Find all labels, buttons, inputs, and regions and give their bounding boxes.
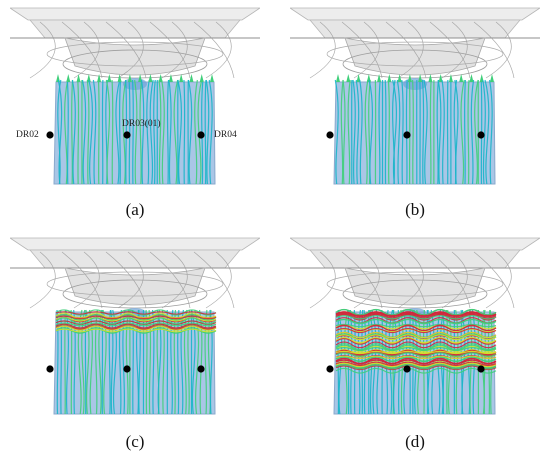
probe-label-dr04: DR04 <box>214 130 237 140</box>
caption-b: (b) <box>405 200 425 219</box>
probe-point <box>326 131 334 139</box>
probe-point <box>123 365 131 373</box>
probe-point <box>326 365 334 373</box>
panel-a: DR02 DR03(01) DR04 <box>10 2 260 198</box>
probe-point <box>46 365 54 373</box>
probe-point <box>477 365 485 373</box>
probe-points <box>326 365 485 373</box>
impeller <box>10 7 260 79</box>
probe-label-dr02: DR02 <box>16 130 39 140</box>
probe-point <box>197 365 205 373</box>
probe-points <box>46 365 205 373</box>
probe-points <box>46 131 205 139</box>
impeller <box>290 7 540 79</box>
probe-point <box>403 131 411 139</box>
caption-c: (c) <box>125 432 145 451</box>
probe-points <box>326 131 485 139</box>
flow-visualization-b <box>290 7 540 185</box>
recirculation-band <box>55 309 217 334</box>
probe-point <box>197 131 205 139</box>
flow-visualization-a <box>10 7 260 185</box>
probe-point <box>123 131 131 139</box>
flow-visualization-c <box>10 237 260 415</box>
panel-c <box>10 232 260 428</box>
caption-d: (d) <box>405 432 425 451</box>
impeller <box>10 237 260 309</box>
probe-point <box>477 131 485 139</box>
caption-a: (a) <box>125 200 145 219</box>
probe-label-dr03: DR03(01) <box>122 119 161 129</box>
recirculation-band <box>335 308 497 374</box>
impeller <box>290 237 540 309</box>
probe-point <box>403 365 411 373</box>
panel-b <box>290 2 540 198</box>
probe-point <box>46 131 54 139</box>
flow-visualization-d <box>290 237 540 415</box>
panel-d <box>290 232 540 428</box>
streamlines <box>56 74 214 185</box>
